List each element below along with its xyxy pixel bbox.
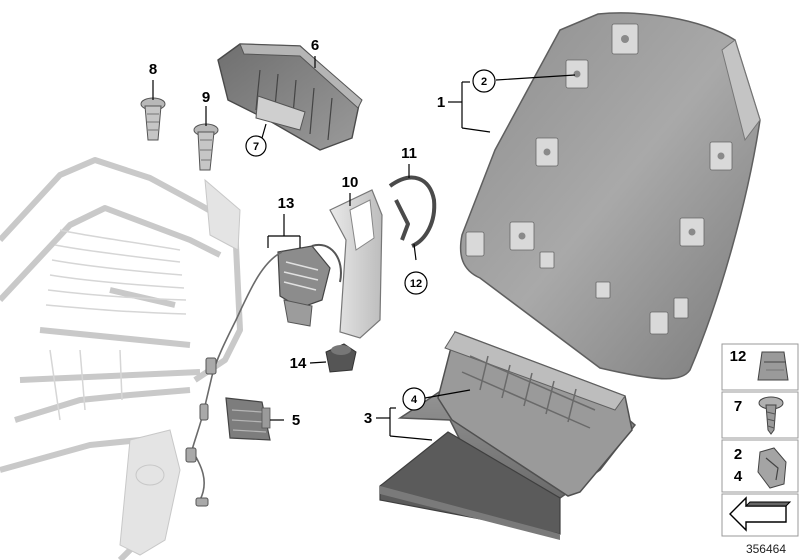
callout-14: 14 [290, 355, 307, 372]
side-trim [329, 189, 383, 339]
callout-5: 5 [292, 412, 300, 429]
callout-8: 8 [149, 61, 157, 78]
legend-label-7: 7 [734, 398, 742, 415]
backrest-lower-panel [379, 331, 637, 540]
callout-11: 11 [401, 145, 417, 162]
callout-6: 6 [311, 37, 319, 54]
callout-9: 9 [202, 89, 210, 106]
callout-4: 4 [411, 394, 418, 406]
cap-part [325, 343, 357, 373]
legend-box-2-4: 2 4 [721, 439, 799, 493]
callout-1: 1 [437, 94, 445, 111]
seat-frame-side [119, 178, 241, 556]
upper-cover [217, 43, 363, 151]
callout-7-circle: 7 [245, 135, 267, 157]
legend-label-4: 4 [734, 468, 743, 485]
callout-12-circle: 12 [404, 271, 428, 295]
callout-4-circle: 4 [402, 387, 426, 411]
callout-3: 3 [364, 410, 372, 427]
callout-10: 10 [342, 174, 359, 191]
legend-box-arrow [721, 493, 799, 537]
reference-number: 356464 [746, 542, 786, 556]
seat-frame-springs [45, 229, 187, 421]
callout-13: 13 [278, 195, 295, 212]
seat-frame-outline [0, 157, 243, 560]
control-module [225, 397, 271, 441]
backrest-shell [459, 12, 761, 380]
callout-2-circle: 2 [472, 69, 496, 93]
legend-box-12: 12 [721, 343, 799, 391]
legend-box-7: 7 [721, 391, 799, 439]
wire-connectors [185, 357, 217, 507]
clip-nut-icon [757, 351, 789, 381]
legend-label-12: 12 [730, 348, 747, 365]
screw-icon [758, 396, 784, 435]
callout-2: 2 [481, 76, 487, 88]
leader-lines [152, 56, 576, 441]
trim-bracket [388, 175, 437, 248]
switch-module [277, 243, 342, 327]
callout-7: 7 [253, 141, 259, 153]
legend-label-2: 2 [734, 446, 742, 463]
fastener-9 [193, 123, 219, 171]
direction-arrow-icon [729, 496, 792, 532]
spring-clip-icon [757, 447, 787, 489]
callout-12: 12 [410, 278, 422, 290]
fastener-8 [140, 97, 166, 141]
